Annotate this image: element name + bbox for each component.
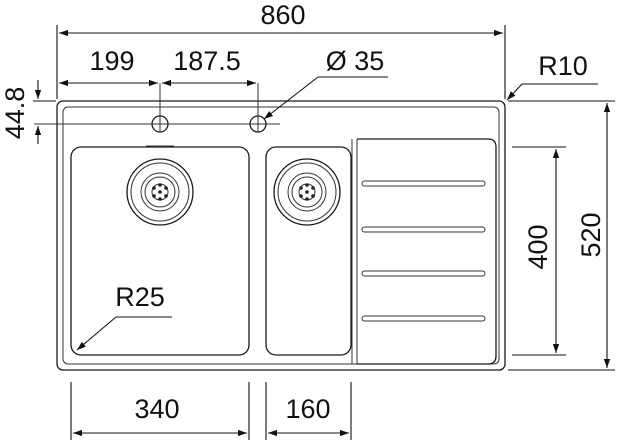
dimension-overall-depth: 520 <box>508 100 615 371</box>
drainer-rib-2 <box>361 226 486 233</box>
top-offset-label: 44.8 <box>0 87 30 140</box>
sink-inner-rim <box>62 106 500 365</box>
dimension-tap-offset-1: 199 <box>59 46 158 87</box>
dimension-drainer-depth: 400 <box>512 146 566 356</box>
drainer-depth-label: 400 <box>523 224 553 269</box>
small-bowl-drain <box>273 158 341 226</box>
dimension-outer-radius: R10 <box>506 51 598 101</box>
sink-outline <box>56 100 506 371</box>
drainer-rib-1 <box>361 180 486 187</box>
main-bowl <box>70 146 250 356</box>
dimension-bowl-radius: R25 <box>76 282 172 351</box>
drainer-board <box>351 138 497 365</box>
overall-width-label: 860 <box>260 0 305 30</box>
dimension-tap-hole-diameter: Ø 35 <box>263 46 388 120</box>
outer-radius-label: R10 <box>538 51 588 81</box>
drainer-rib-3 <box>361 270 486 277</box>
main-bowl-drain <box>126 158 194 226</box>
bowl-radius-label: R25 <box>115 282 165 312</box>
main-bowl-width-label: 340 <box>134 394 179 424</box>
tap-offset-2-label: 187.5 <box>173 46 241 76</box>
dimension-overall-width: 860 <box>56 0 506 99</box>
tap-hole-diameter-label: Ø 35 <box>326 46 385 76</box>
small-bowl <box>265 146 352 356</box>
small-bowl-width-label: 160 <box>285 394 330 424</box>
dimension-small-bowl-width: 160 <box>265 382 352 440</box>
overall-depth-label: 520 <box>576 212 606 257</box>
tap-offset-1-label: 199 <box>89 46 134 76</box>
dimension-tap-offset-2: 187.5 <box>162 46 256 87</box>
dimension-top-offset: 44.8 <box>0 80 56 144</box>
drainer-rib-4 <box>361 315 486 322</box>
dimension-main-bowl-width: 340 <box>70 382 250 440</box>
sink-body <box>34 83 506 371</box>
